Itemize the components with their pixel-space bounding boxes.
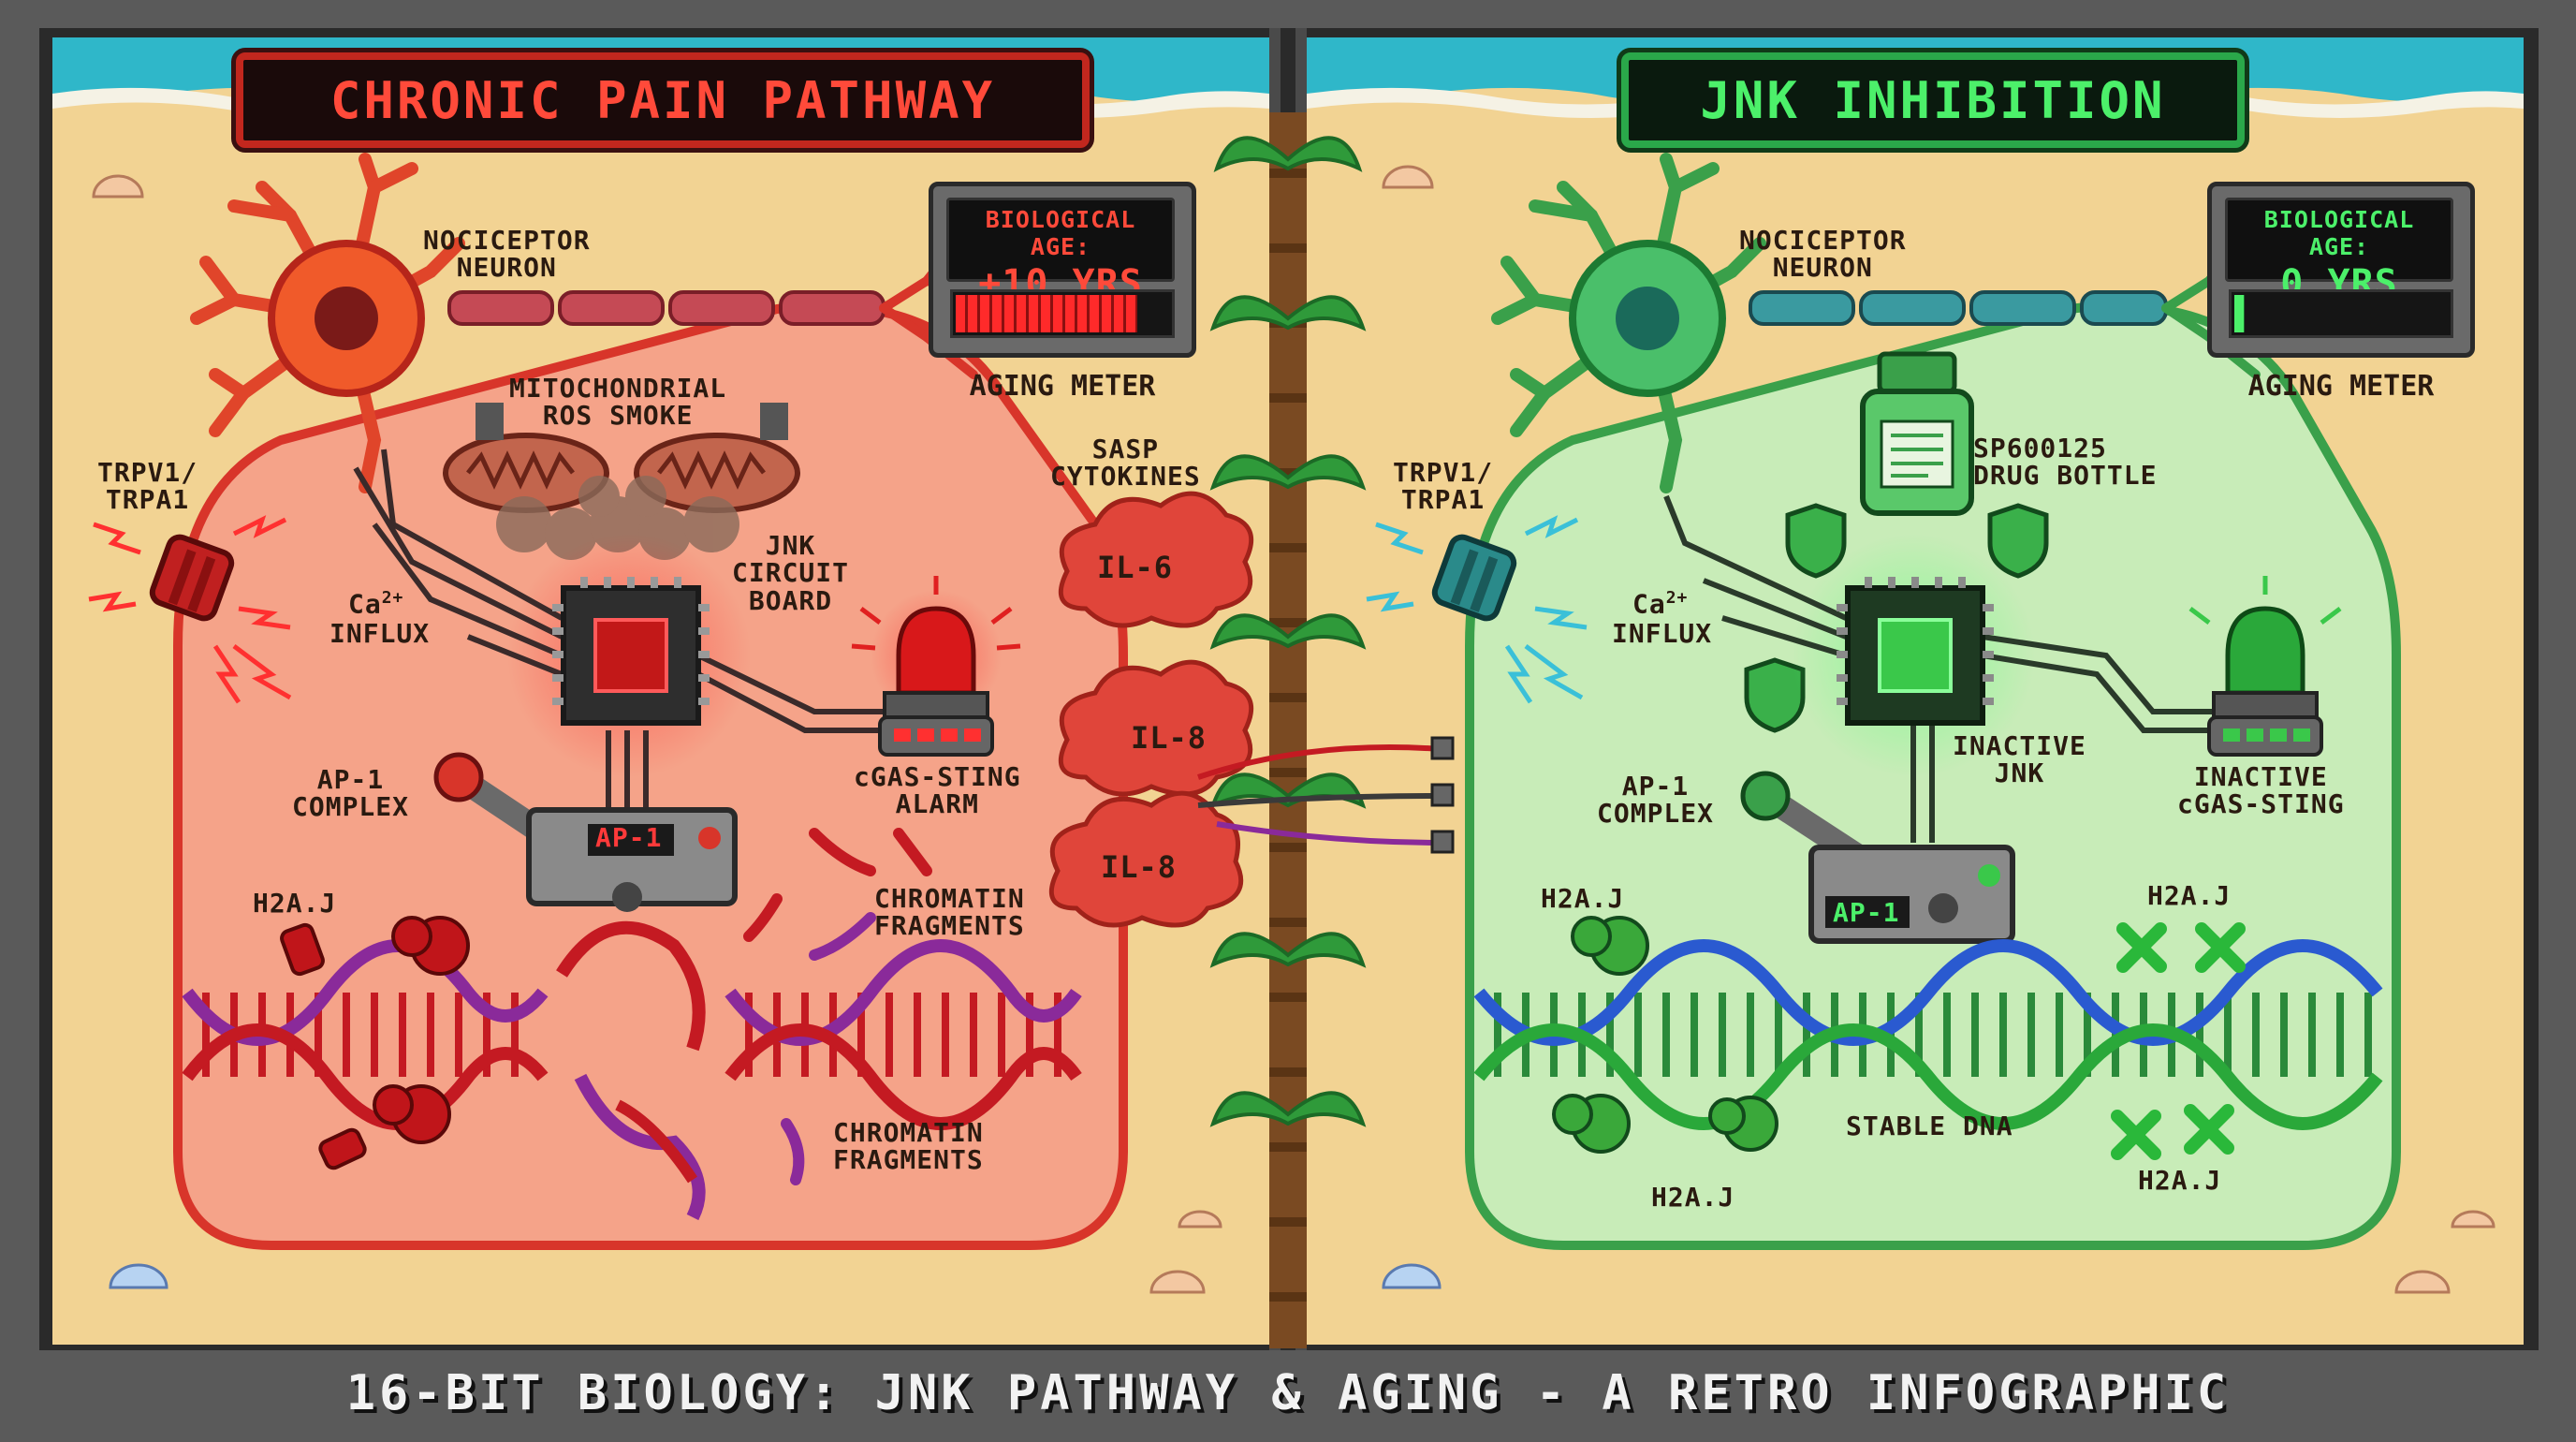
right-meter-caption: BIOLOGICAL AGE: <box>2263 206 2415 260</box>
cytokine-il8-a: IL-8 <box>1131 720 1208 756</box>
shells <box>92 165 2496 1294</box>
left-label-h2aj: H2A.J <box>253 888 337 919</box>
left-ca-sup: 2+ <box>381 588 404 608</box>
left-label-ap1-complex: AP-1 COMPLEX <box>292 764 410 823</box>
right-nucleosomes <box>1552 916 1778 1154</box>
left-ap1-lever-label: AP-1 <box>595 822 663 853</box>
left-chromatin-fragments <box>743 828 932 1185</box>
left-ca-base: Ca <box>348 588 382 620</box>
right-label-ca: Ca2+ <box>1632 588 1689 620</box>
cross-wires <box>1197 736 1455 854</box>
left-label-ca: Ca2+ <box>348 588 404 620</box>
right-label-influx: INFLUX <box>1612 618 1713 649</box>
right-label-stable-dna: STABLE DNA <box>1846 1111 2013 1141</box>
left-meter-fill <box>956 295 1137 332</box>
right-ca-base: Ca <box>1632 588 1666 620</box>
drug-bottle <box>1860 351 1974 516</box>
footer-title: 16-BIT BIOLOGY: JNK PATHWAY & AGING - A … <box>345 1365 2231 1421</box>
right-cgas-alarm <box>2188 576 2342 757</box>
footer-bar <box>0 1350 2576 1438</box>
right-label-h2aj-4: H2A.J <box>2138 1165 2222 1196</box>
left-label-cgas: cGAS-STING ALARM <box>854 761 1021 820</box>
left-trpv-channel <box>88 515 292 704</box>
left-jnk-chip <box>353 449 899 833</box>
sasp-clouds <box>1048 491 1254 928</box>
right-trpv-channel <box>1366 515 1588 704</box>
right-label-trpv: TRPV1/ TRPA1 <box>1393 457 1494 516</box>
left-label-trpv: TRPV1/ TRPA1 <box>97 457 198 516</box>
left-label-sasp: SASP CYTOKINES <box>1050 434 1201 493</box>
right-label-inactive-jnk: INACTIVE JNK <box>1953 730 2086 789</box>
left-label-mito: MITOCHONDRIAL ROS SMOKE <box>509 373 727 432</box>
left-label-nociceptor: NOCICEPTOR NEURON <box>423 225 591 284</box>
right-jnk-chip <box>1663 494 2218 843</box>
left-title: CHRONIC PAIN PATHWAY <box>236 52 1090 148</box>
right-label-h2aj-2: H2A.J <box>2147 880 2232 911</box>
right-label-h2aj-3: H2A.J <box>1651 1182 1735 1213</box>
right-title: JNK INHIBITION <box>1621 52 2245 148</box>
right-label-nociceptor: NOCICEPTOR NEURON <box>1739 225 1907 284</box>
right-meter-fill <box>2234 295 2245 332</box>
cytokine-il8-b: IL-8 <box>1101 849 1178 885</box>
right-meter-screen: BIOLOGICAL AGE: 0 YRS <box>2225 198 2453 305</box>
left-axon <box>447 290 886 326</box>
left-dna <box>182 920 1082 1221</box>
left-meter-bar <box>950 289 1175 338</box>
right-meter-label: AGING METER <box>2247 370 2435 403</box>
left-label-chromatin-1: CHROMATIN FRAGMENTS <box>874 883 1025 942</box>
right-dna <box>1473 939 2383 1130</box>
left-ap1-lever <box>433 752 738 912</box>
right-ca-sup: 2+ <box>1665 588 1689 608</box>
left-meter-label: AGING METER <box>969 370 1156 403</box>
left-meter-screen: BIOLOGICAL AGE: +10 YRS <box>946 198 1175 305</box>
left-label-jnk-board: JNK CIRCUIT BOARD <box>732 530 850 616</box>
right-aging-meter: BIOLOGICAL AGE: 0 YRS AGING METER <box>2207 182 2475 403</box>
h2aj-x-marks <box>2111 922 2246 1160</box>
left-meter-caption: BIOLOGICAL AGE: <box>985 206 1136 260</box>
right-label-inactive-cgas: INACTIVE cGAS-STING <box>2177 761 2345 820</box>
right-label-drug: SP600125 DRUG BOTTLE <box>1973 433 2158 492</box>
left-cgas-alarm <box>851 576 1021 757</box>
right-label-ap1-complex: AP-1 COMPLEX <box>1597 771 1715 830</box>
right-axon <box>1749 290 2168 326</box>
cytokine-il6: IL-6 <box>1097 550 1174 585</box>
right-label-h2aj-1: H2A.J <box>1541 883 1625 914</box>
right-ap1-lever <box>1740 771 2015 944</box>
left-aging-meter: BIOLOGICAL AGE: +10 YRS AGING METER <box>929 182 1196 403</box>
shields <box>1744 503 2049 733</box>
left-neuron-body <box>190 153 465 493</box>
left-label-chromatin-2: CHROMATIN FRAGMENTS <box>833 1117 984 1176</box>
palm-tree <box>1209 112 1367 1348</box>
left-label-influx: INFLUX <box>329 618 431 649</box>
right-meter-bar <box>2229 289 2453 338</box>
left-nucleosomes <box>280 916 470 1170</box>
right-ap1-lever-label: AP-1 <box>1833 897 1900 928</box>
right-neuron-body <box>1491 153 1766 493</box>
